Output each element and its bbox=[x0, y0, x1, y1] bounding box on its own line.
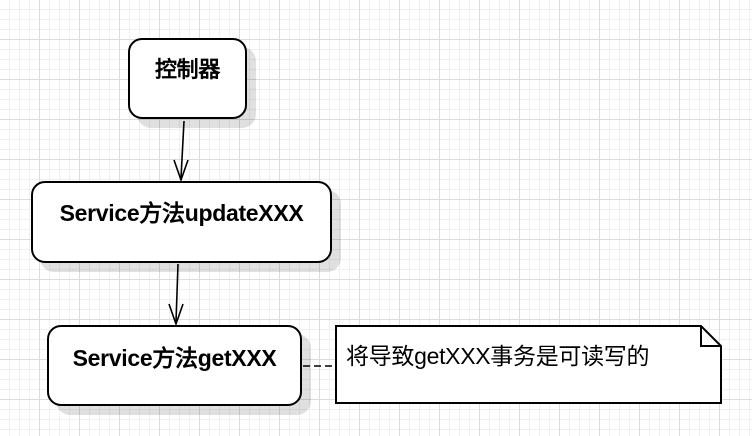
arrowhead-get bbox=[168, 303, 184, 327]
arrowhead-update bbox=[173, 159, 189, 183]
get-service-node[interactable]: Service方法getXXX bbox=[47, 325, 302, 406]
update-service-label: Service方法updateXXX bbox=[59, 200, 304, 226]
edge-update-to-get bbox=[175, 263, 179, 323]
controller-node[interactable]: 控制器 bbox=[128, 38, 247, 119]
edge-controller-to-update bbox=[180, 120, 185, 179]
note-text: 将导致getXXX事务是可读写的 bbox=[346, 343, 650, 369]
get-service-label: Service方法getXXX bbox=[72, 345, 277, 371]
note-shape[interactable] bbox=[335, 325, 723, 405]
update-service-node[interactable]: Service方法updateXXX bbox=[31, 181, 332, 263]
controller-label: 控制器 bbox=[154, 57, 221, 82]
